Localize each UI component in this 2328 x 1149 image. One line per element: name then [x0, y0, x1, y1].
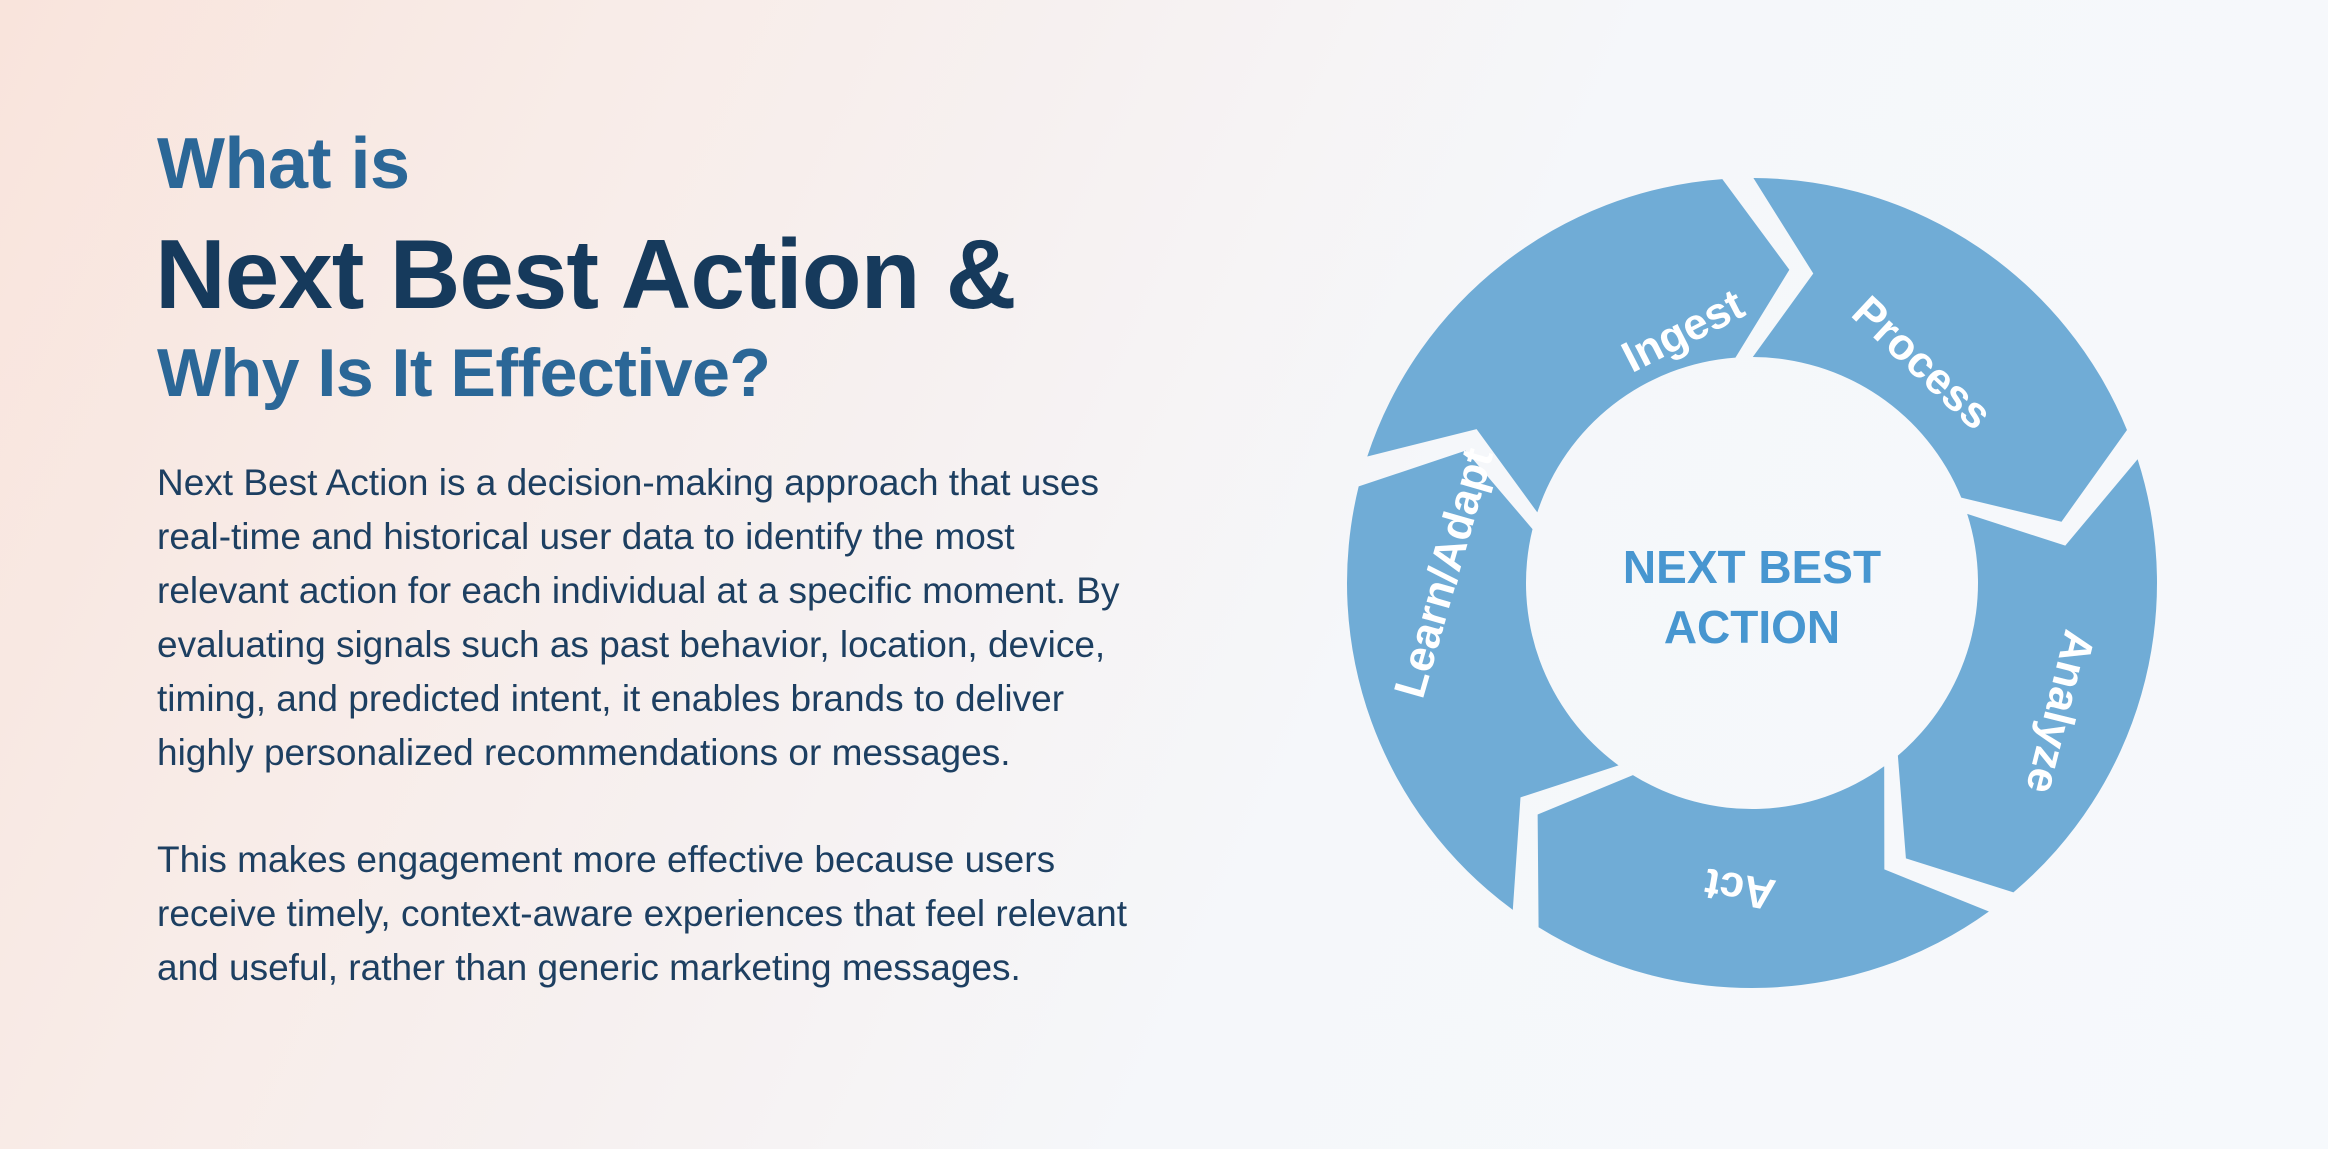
center-label: NEXT BEST ACTION	[1623, 541, 1881, 653]
cycle-segment-ingest	[1752, 178, 2127, 522]
heading-line-what-is: What is	[157, 124, 410, 204]
cycle-segment-analyze	[1537, 766, 1989, 989]
next-best-action-cycle-diagram: Ingest Process Analyze Act Learn/Adapt N…	[1300, 130, 2204, 1036]
paragraph-line: receive timely, context-aware experience…	[157, 893, 1128, 934]
cycle-segments	[1346, 178, 2157, 989]
paragraph-line: timing, and predicted intent, it enables…	[157, 678, 1065, 719]
step-label-act: Act	[1700, 859, 1779, 920]
paragraph-line: Next Best Action is a decision-making ap…	[157, 462, 1099, 503]
heading-line-why-effective: Why Is It Effective?	[157, 335, 771, 411]
paragraph-effectiveness: This makes engagement more effective bec…	[157, 833, 1347, 995]
cycle-segment-act	[1346, 450, 1619, 910]
paragraph-line: This makes engagement more effective bec…	[157, 839, 1056, 880]
cycle-ring: Ingest Process Analyze Act Learn/Adapt N…	[1346, 178, 2157, 989]
paragraph-definition: Next Best Action is a decision-making ap…	[157, 456, 1347, 780]
paragraph-line: relevant action for each individual at a…	[157, 570, 1120, 611]
center-label-line2: ACTION	[1664, 601, 1840, 653]
paragraph-line: and useful, rather than generic marketin…	[157, 947, 1021, 988]
paragraph-line: highly personalized recommendations or m…	[157, 732, 1011, 773]
paragraph-line: evaluating signals such as past behavior…	[157, 624, 1106, 665]
paragraph-line: real-time and historical user data to id…	[157, 516, 1015, 557]
cycle-segment-learn-adapt	[1367, 179, 1790, 513]
center-label-line1: NEXT BEST	[1623, 541, 1881, 593]
heading-line-next-best-action: Next Best Action &	[155, 219, 1017, 329]
cycle-segment-process	[1897, 459, 2157, 893]
